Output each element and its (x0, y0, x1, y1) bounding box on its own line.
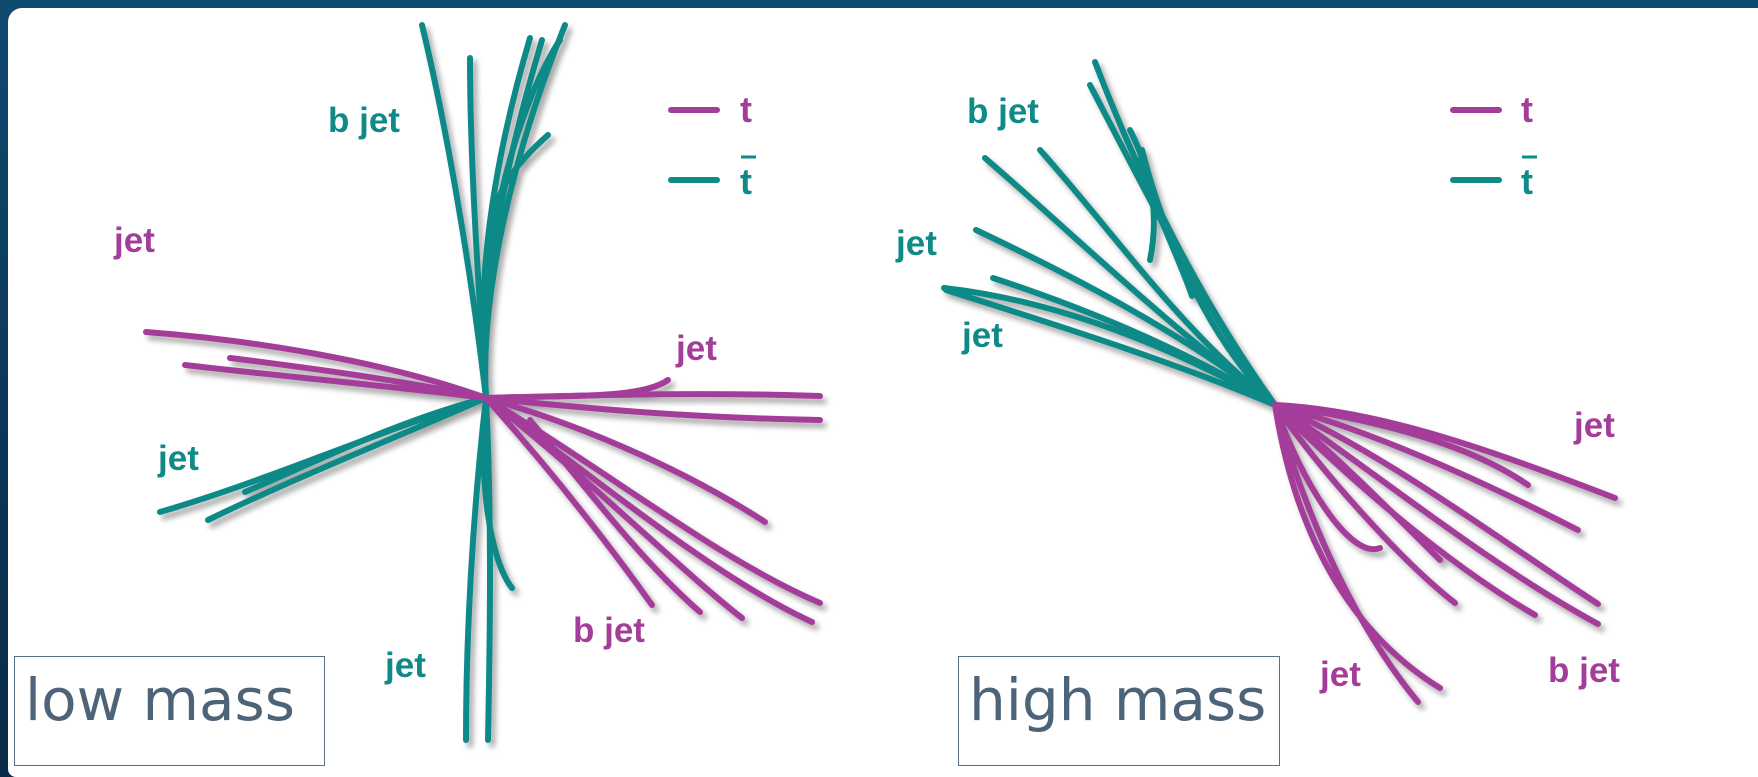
top-tracks-right (1272, 402, 1618, 705)
high-mass-title: high mass (958, 656, 1280, 766)
label-jet-top-right: jet (675, 329, 717, 368)
legend-right: t t (1450, 89, 1537, 202)
label-jet-top-upper: jet (113, 221, 155, 260)
label-jet-antitop-bottom: jet (384, 646, 426, 685)
low-mass-title: low mass (14, 656, 325, 766)
legend-antitop-label: t (740, 161, 752, 202)
legend-antitop-label: t (1521, 161, 1533, 202)
label-b-jet-top: b jet (1548, 651, 1620, 690)
label-b-jet-top: b jet (573, 611, 645, 650)
antitop-tracks-left (157, 22, 568, 743)
label-jet-antitop-1: jet (895, 224, 937, 263)
low-mass-text: low mass (25, 666, 295, 734)
high-mass-tracks (941, 59, 1618, 705)
low-mass-tracks (143, 22, 823, 743)
label-b-jet-antitop: b jet (328, 101, 400, 140)
diagram-panel (8, 8, 1758, 777)
high-mass-text: high mass (969, 666, 1267, 734)
antitop-tracks-right (941, 59, 1278, 408)
label-b-jet-antitop: b jet (967, 92, 1039, 131)
legend-top-label: t (1521, 89, 1533, 130)
label-jet-antitop-2: jet (961, 316, 1003, 355)
top-tracks-left (143, 329, 823, 625)
legend-top-label: t (740, 89, 752, 130)
label-jet-top-bottom: jet (1319, 655, 1361, 694)
label-jet-top-right: jet (1573, 406, 1615, 445)
legend-left: t t (668, 89, 756, 202)
label-jet-antitop-left: jet (157, 439, 199, 478)
